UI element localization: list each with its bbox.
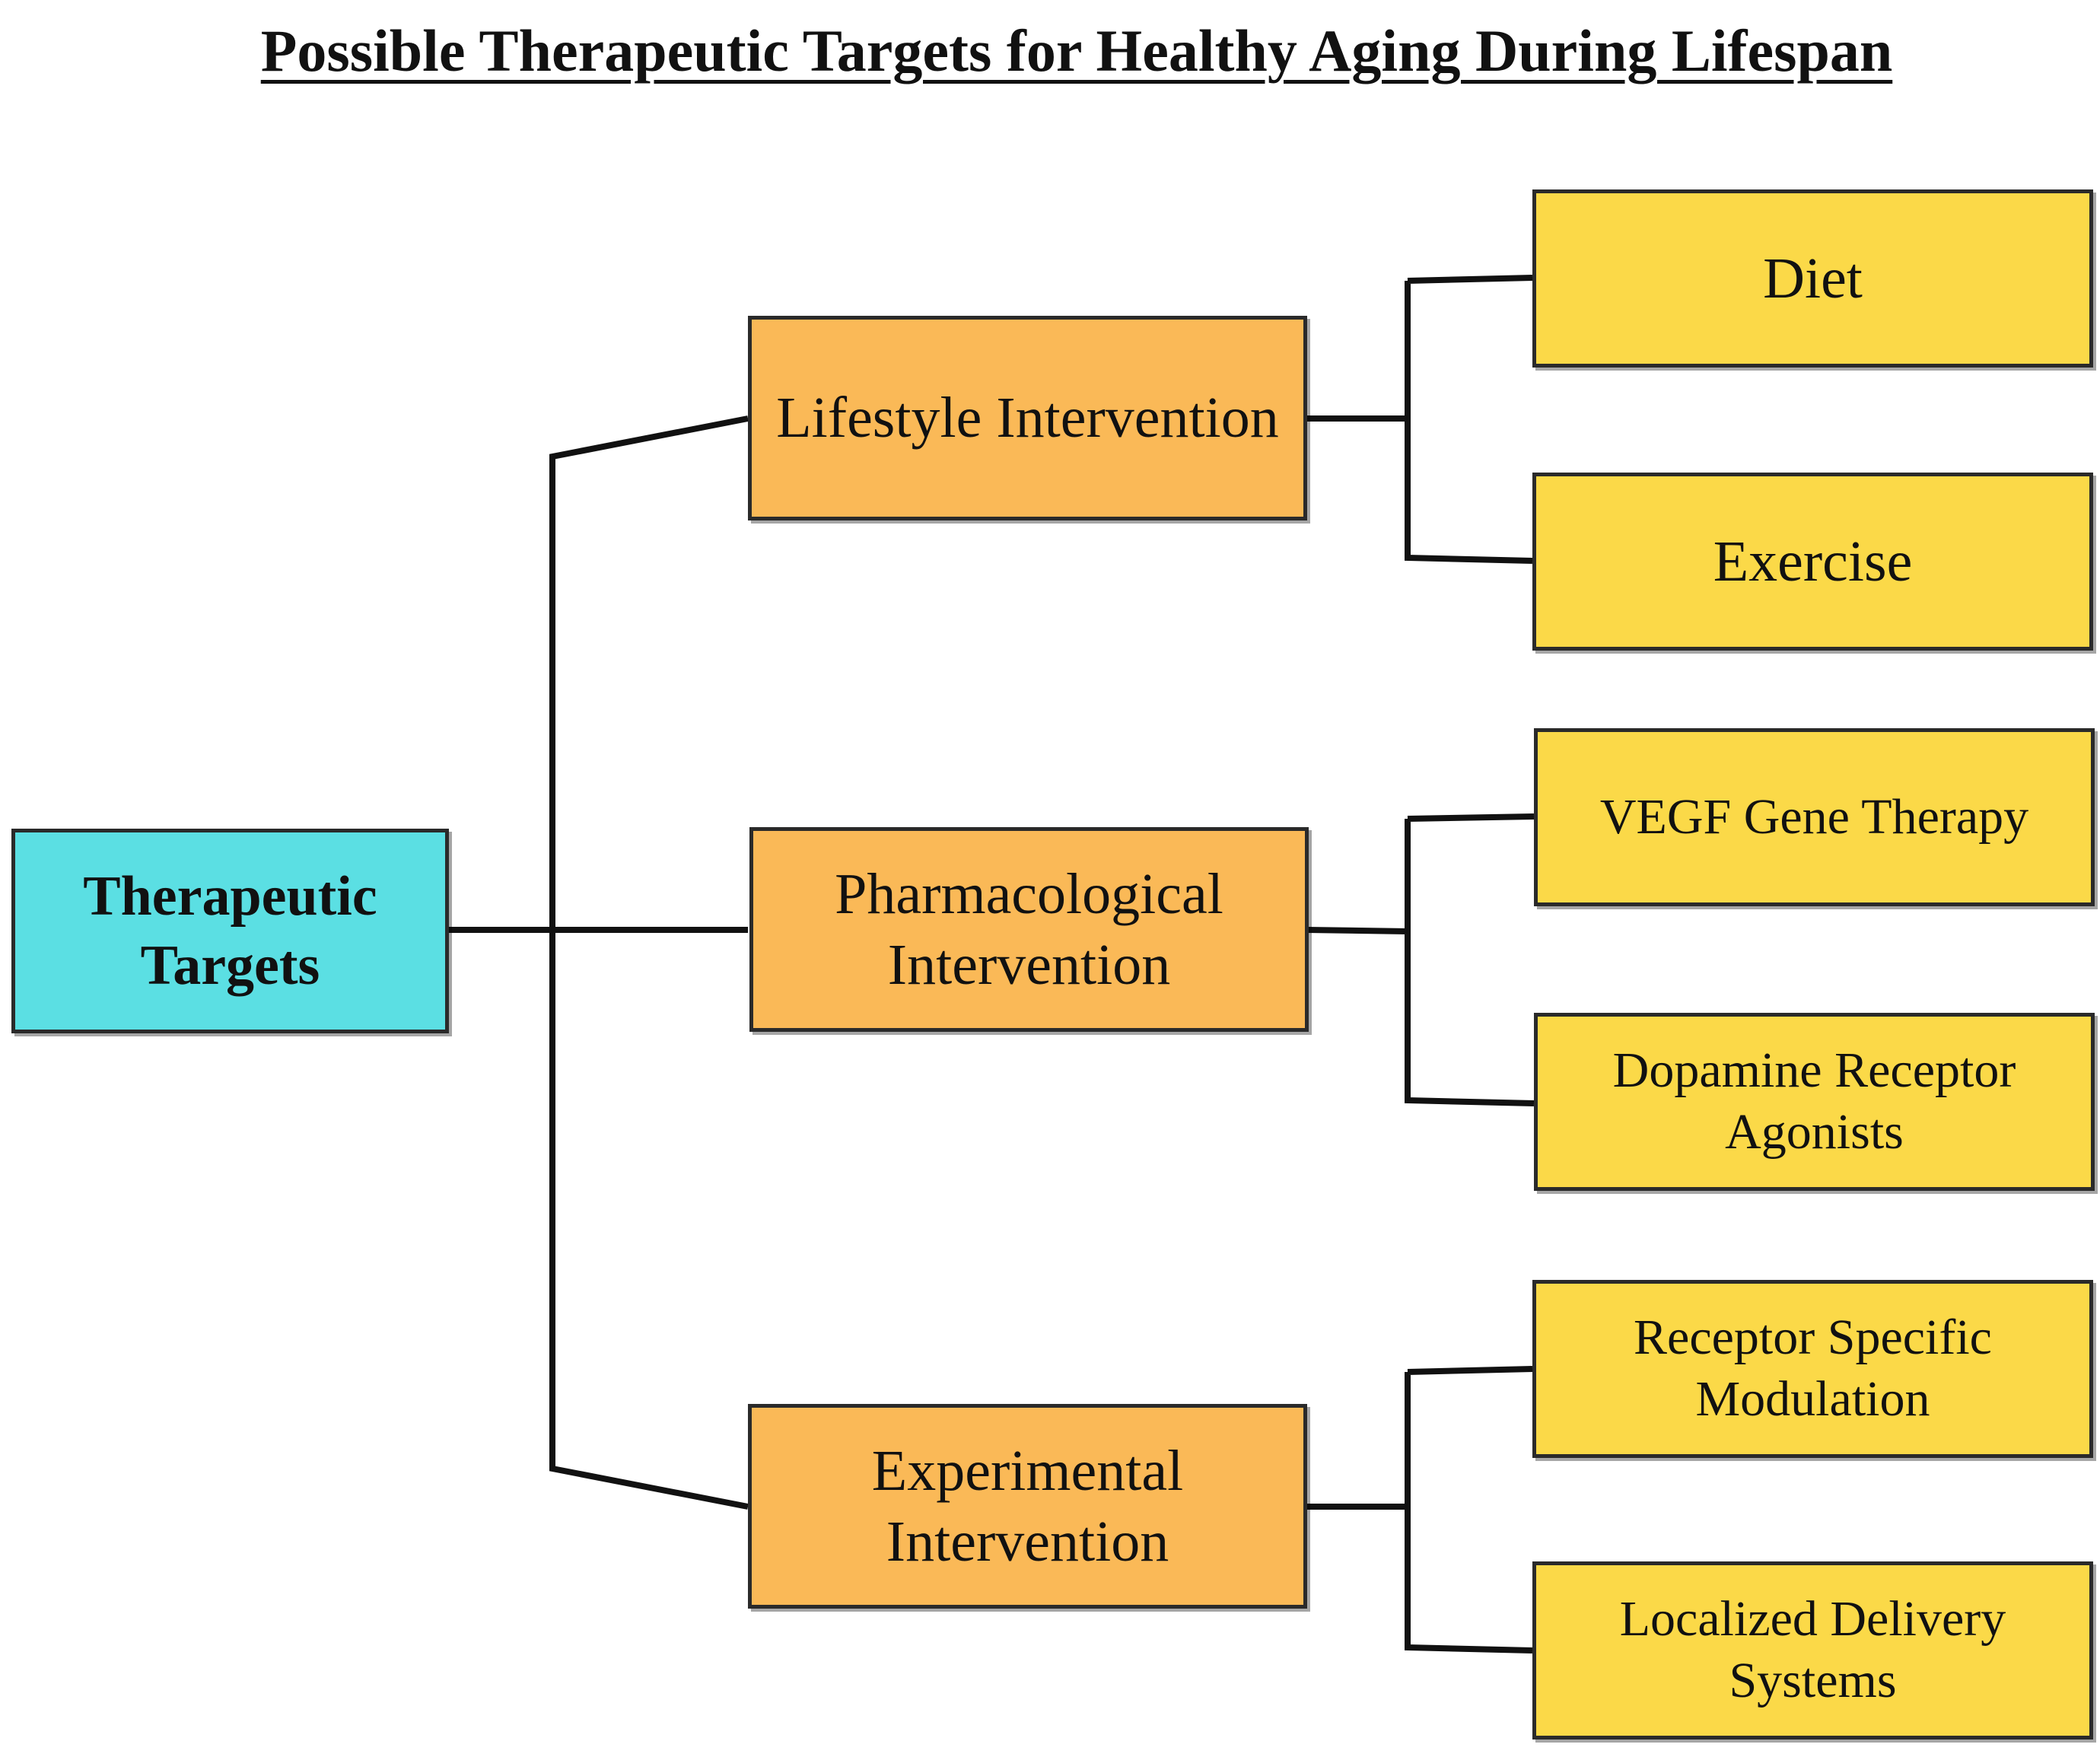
root-node-label: Therapeutic Targets [83,865,377,997]
connector-lifestyle-children [1307,275,1533,564]
node-label: Pharmacological Intervention [835,861,1223,997]
node-experimental-intervention: Experimental Intervention [748,1404,1307,1609]
connector-pharmacological-children [1306,813,1535,1106]
node-receptor-specific-modulation: Receptor Specific Modulation [1532,1280,2093,1458]
node-localized-delivery-systems: Localized Delivery Systems [1532,1561,2093,1739]
node-label: Diet [1763,246,1863,310]
node-diet: Diet [1532,189,2093,368]
node-exercise: Exercise [1532,473,2093,651]
node-label: Exercise [1713,529,1913,594]
node-label: Localized Delivery Systems [1619,1591,2006,1708]
node-pharmacological-intervention: Pharmacological Intervention [749,827,1309,1032]
connector-trunk [549,415,749,1510]
node-label: VEGF Gene Therapy [1599,788,2029,845]
node-vegf-gene-therapy: VEGF Gene Therapy [1534,728,2095,906]
node-label: Lifestyle Intervention [776,386,1279,450]
diagram-title: Possible Therapeutic Targets for Healthy… [260,18,1893,84]
root-node-therapeutic-targets: Therapeutic Targets [11,829,449,1033]
node-lifestyle-intervention: Lifestyle Intervention [748,316,1307,520]
node-label: Receptor Specific Modulation [1634,1310,1992,1427]
node-dopamine-receptor-agonists: Dopamine Receptor Agonists [1534,1013,2095,1191]
connector-experimental-children [1307,1366,1533,1654]
node-label: Experimental Intervention [871,1438,1184,1574]
node-label: Dopamine Receptor Agonists [1612,1042,2016,1160]
